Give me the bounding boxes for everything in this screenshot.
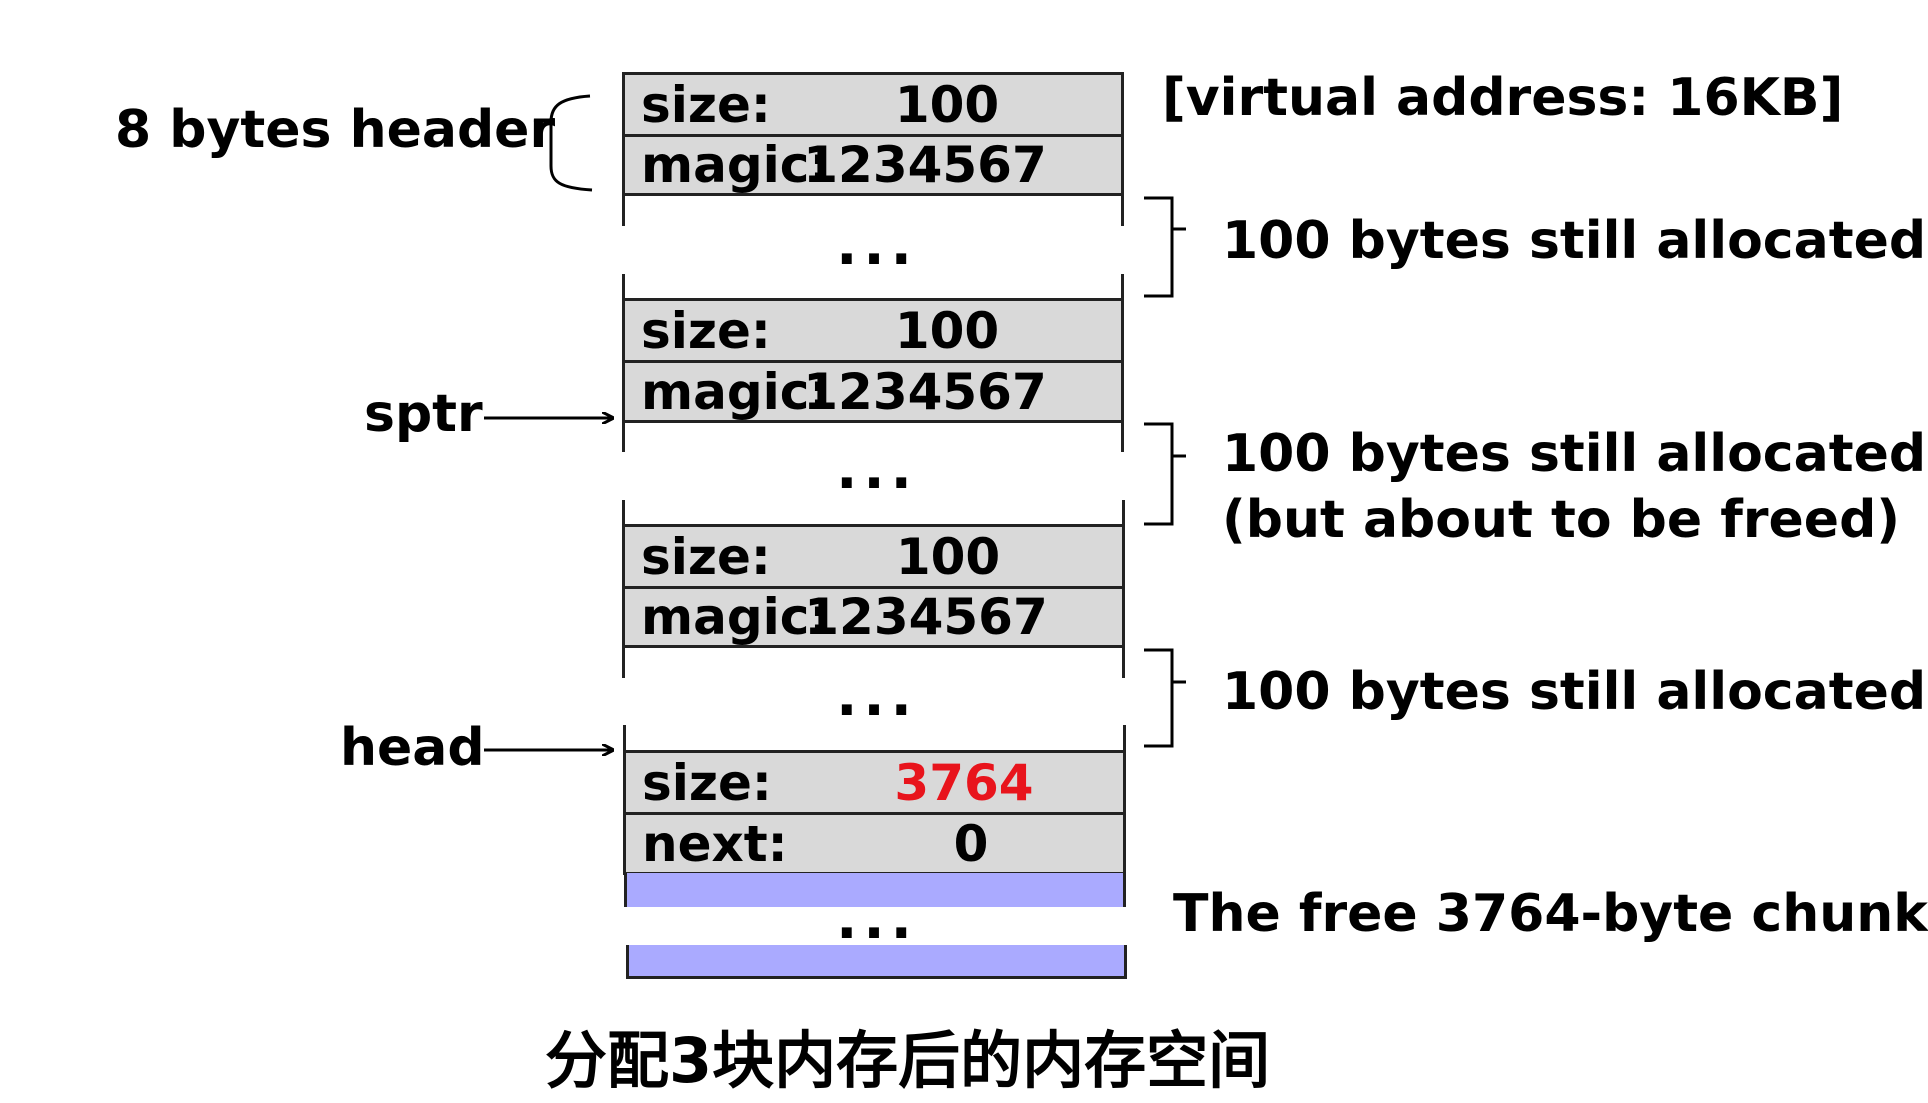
caption: 分配3块内存后的内存空间 [545,1024,1271,1097]
virtual-address-label: [virtual address: 16KB] [1162,68,1844,128]
free-size-cell: size: 3764 [623,750,1126,815]
allocated-label-3: 100 bytes still allocated [1222,662,1927,722]
magic-value: 1234567 [803,136,1047,194]
block-3-size-cell: size: 100 [622,524,1125,589]
free-region-bottom [626,945,1127,979]
free-size-value: 3764 [894,753,1034,812]
allocated-label-2-note: (but about to be freed) [1222,490,1901,550]
free-ellipsis: ... [836,887,918,952]
size-value: 100 [894,75,1000,134]
size-key: size: [642,753,772,812]
allocated-label-1: 100 bytes still allocated [1222,211,1927,271]
size-value: 100 [894,301,1000,360]
block-1-ellipsis: ... [836,213,918,278]
free-chunk-label: The free 3764-byte chunk [1173,884,1928,944]
block-1-size-cell: size: 100 [622,72,1124,137]
block-3-gap-walls [622,648,1126,750]
header-brace [533,94,593,192]
size-value: 100 [895,527,1001,586]
head-label: head [340,718,485,778]
block-2-magic-cell: magic: 1234567 [622,360,1124,423]
free-region-top [624,873,1126,907]
allocated-bracket-1 [1144,196,1186,298]
block-3-ellipsis: ... [836,664,918,729]
next-key: next: [642,814,788,873]
magic-key: magic: [641,362,830,421]
next-value: 0 [953,814,989,873]
block-1-gap-walls [622,196,1124,298]
block-1-magic-cell: magic: 1234567 [622,134,1124,196]
allocated-bracket-3 [1144,648,1186,748]
size-key: size: [641,301,771,360]
size-key: size: [641,75,771,134]
size-key: size: [641,527,771,586]
magic-key: magic: [641,588,830,646]
header-label: 8 bytes header [115,100,556,160]
magic-value: 1234567 [804,588,1048,646]
allocated-bracket-2 [1144,422,1186,526]
block-3-magic-cell: magic: 1234567 [622,586,1125,648]
magic-value: 1234567 [803,362,1047,421]
allocated-label-2: 100 bytes still allocated [1222,424,1927,484]
magic-key: magic: [641,136,830,194]
sptr-label: sptr [364,384,483,444]
block-2-ellipsis: ... [836,437,918,502]
block-2-gap-walls [622,423,1125,524]
